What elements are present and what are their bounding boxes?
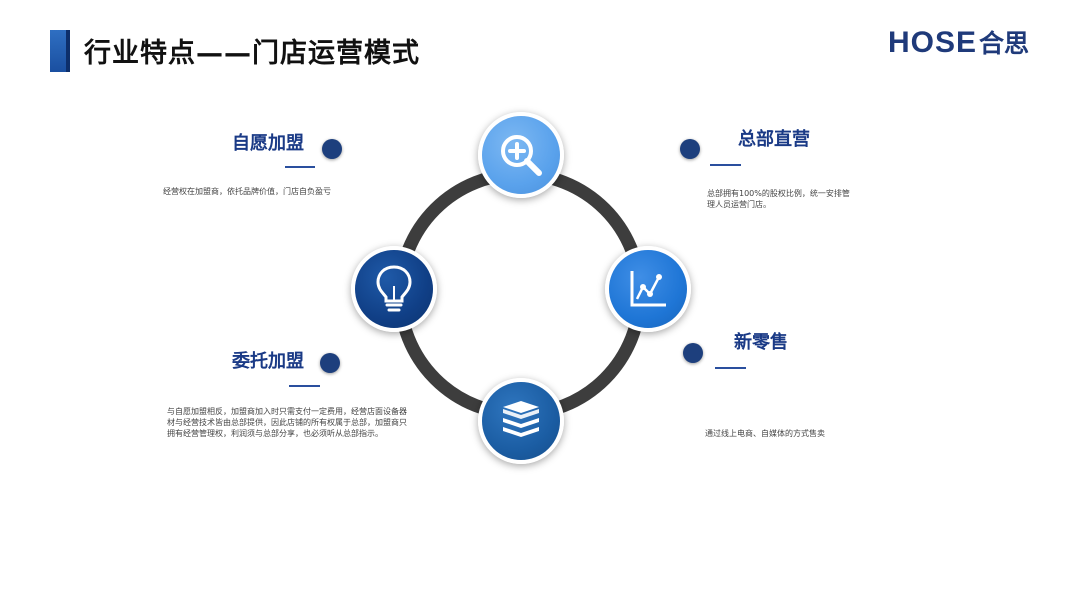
node-search: [478, 112, 564, 198]
bullet-dot-entrusted: [320, 353, 340, 373]
section-title-entrusted: 委托加盟: [232, 351, 304, 372]
section-underline-self-franchise: [285, 166, 315, 168]
search-plus-icon: [501, 135, 542, 176]
node-chart: [605, 246, 691, 332]
section-title-new-retail: 新零售: [734, 332, 788, 353]
section-underline-direct: [710, 164, 741, 166]
section-underline-new-retail: [715, 367, 746, 369]
node-lightbulb: [351, 246, 437, 332]
section-desc-entrusted: 与自愿加盟相反，加盟商加入时只需支付一定费用，经营店面设备器材与经营技术皆由总部…: [167, 407, 407, 438]
brand-logo: HOSE合思: [888, 24, 1029, 60]
section-desc-self-franchise: 经营权在加盟商，依托品牌价值，门店自负盈亏: [163, 187, 331, 196]
logo-cn-text: 合思: [979, 29, 1030, 58]
title-accent-bar: [50, 30, 70, 72]
section-underline-entrusted: [289, 385, 320, 387]
bullet-dot-new-retail: [683, 343, 703, 363]
section-title-self-franchise: 自愿加盟: [232, 133, 304, 154]
section-desc-new-retail: 通过线上电商、自媒体的方式售卖: [705, 429, 825, 438]
bullet-dot-self-franchise: [322, 139, 342, 159]
page-title: 行业特点——门店运营模式: [84, 38, 420, 69]
section-desc-direct: 总部拥有100%的股权比例，统一安排管理人员运营门店。: [707, 189, 850, 209]
logo-latin-text: HOSE: [888, 26, 978, 59]
node-books: [478, 378, 564, 464]
lightbulb-icon: [376, 265, 412, 312]
bullet-dot-direct: [680, 139, 700, 159]
section-title-direct: 总部直营: [738, 129, 810, 150]
line-chart-icon: [630, 271, 666, 307]
books-icon: [503, 401, 539, 437]
